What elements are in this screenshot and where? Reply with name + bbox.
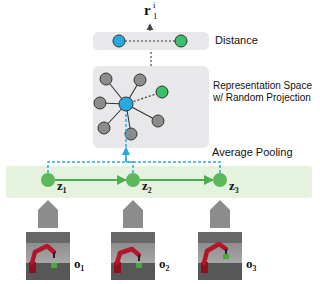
text-holder: z₃ xyxy=(229,178,239,194)
robot-photo xyxy=(26,232,70,280)
photo-wall xyxy=(198,232,242,243)
observation-frame: o₂ xyxy=(111,232,155,280)
reward-arrow xyxy=(149,24,150,31)
observation-frame: o₃ xyxy=(198,232,242,280)
anchor-dot xyxy=(119,97,133,111)
photo-wall xyxy=(26,232,70,243)
symbol-label: o₁ xyxy=(74,256,84,272)
symbol-label: z₂ xyxy=(142,178,152,194)
distance-band: Distance xyxy=(93,32,209,50)
encoder-arrow xyxy=(123,200,143,228)
text-holder: z₁ xyxy=(57,178,67,194)
photo-table xyxy=(26,263,70,280)
observation-frame: o₁ xyxy=(26,232,70,280)
node-label: Representation Space w/ Random Projectio… xyxy=(213,80,315,104)
robot-photo xyxy=(111,232,155,280)
text-holder: Representation Space w/ Random Projectio… xyxy=(213,80,315,104)
latent-band xyxy=(6,166,312,198)
reward-symbol: r xyxy=(144,3,151,18)
dotted-link xyxy=(150,50,151,66)
superscript: i xyxy=(153,1,156,10)
target-dot xyxy=(175,35,187,47)
latent-node: z₃ xyxy=(213,173,227,187)
latent-node: z₂ xyxy=(126,173,140,187)
photo-wall xyxy=(111,232,155,243)
sample-dot xyxy=(152,115,164,127)
pooling-arrow xyxy=(126,148,220,173)
robot-arm xyxy=(204,244,226,263)
robot-photo xyxy=(198,232,242,280)
distance-line xyxy=(125,40,175,41)
pooling-label: Average Pooling xyxy=(212,147,293,158)
photo-ground xyxy=(111,232,155,280)
symbol-label: o₃ xyxy=(246,256,256,272)
green-cube xyxy=(51,263,57,268)
text-holder: o₂ xyxy=(159,256,169,272)
robot-arm xyxy=(32,246,54,263)
green-cube xyxy=(136,263,142,268)
sample-dots xyxy=(94,73,164,140)
symbol-label: z₁ xyxy=(57,178,67,194)
representation-space xyxy=(93,66,209,148)
sample-dot xyxy=(94,97,106,109)
distance-band xyxy=(93,32,209,50)
sample-dot xyxy=(134,74,146,86)
encoder-arrow xyxy=(38,200,58,228)
sample-dot xyxy=(100,73,112,85)
text-holder: o₁ xyxy=(74,256,84,272)
encoder-arrow xyxy=(210,200,230,228)
target-dot xyxy=(156,86,168,98)
photo-ground xyxy=(198,232,242,280)
symbol-label: o₂ xyxy=(159,256,169,272)
anchor-dot xyxy=(113,35,125,47)
pool-inner xyxy=(125,112,127,147)
photo-ground xyxy=(26,232,70,280)
text-holder: Distance xyxy=(215,34,258,47)
robot-gripper xyxy=(53,252,55,258)
text-holder: o₃ xyxy=(246,256,256,272)
pooling-arrow xyxy=(126,148,133,173)
robot-gripper xyxy=(138,255,140,261)
subscript: 1 xyxy=(153,12,158,21)
text-holder: r xyxy=(144,3,151,18)
symbol-label: z₃ xyxy=(229,178,239,194)
photo-table xyxy=(111,263,155,280)
green-cube xyxy=(223,254,229,259)
photo-table xyxy=(198,263,242,280)
text-holder: i xyxy=(153,1,156,10)
sample-dot xyxy=(98,122,110,134)
sample-dot xyxy=(125,128,137,140)
text-holder: z₂ xyxy=(142,178,152,194)
robot-arm xyxy=(117,249,139,263)
text-holder: Average Pooling xyxy=(212,147,293,158)
node-label: Distance xyxy=(215,34,258,47)
representation-space: Representation Space w/ Random Projectio… xyxy=(93,66,209,148)
text-holder: 1 xyxy=(153,12,158,21)
latent-node: z₁ xyxy=(41,173,55,187)
pooling-arrow xyxy=(48,148,126,173)
